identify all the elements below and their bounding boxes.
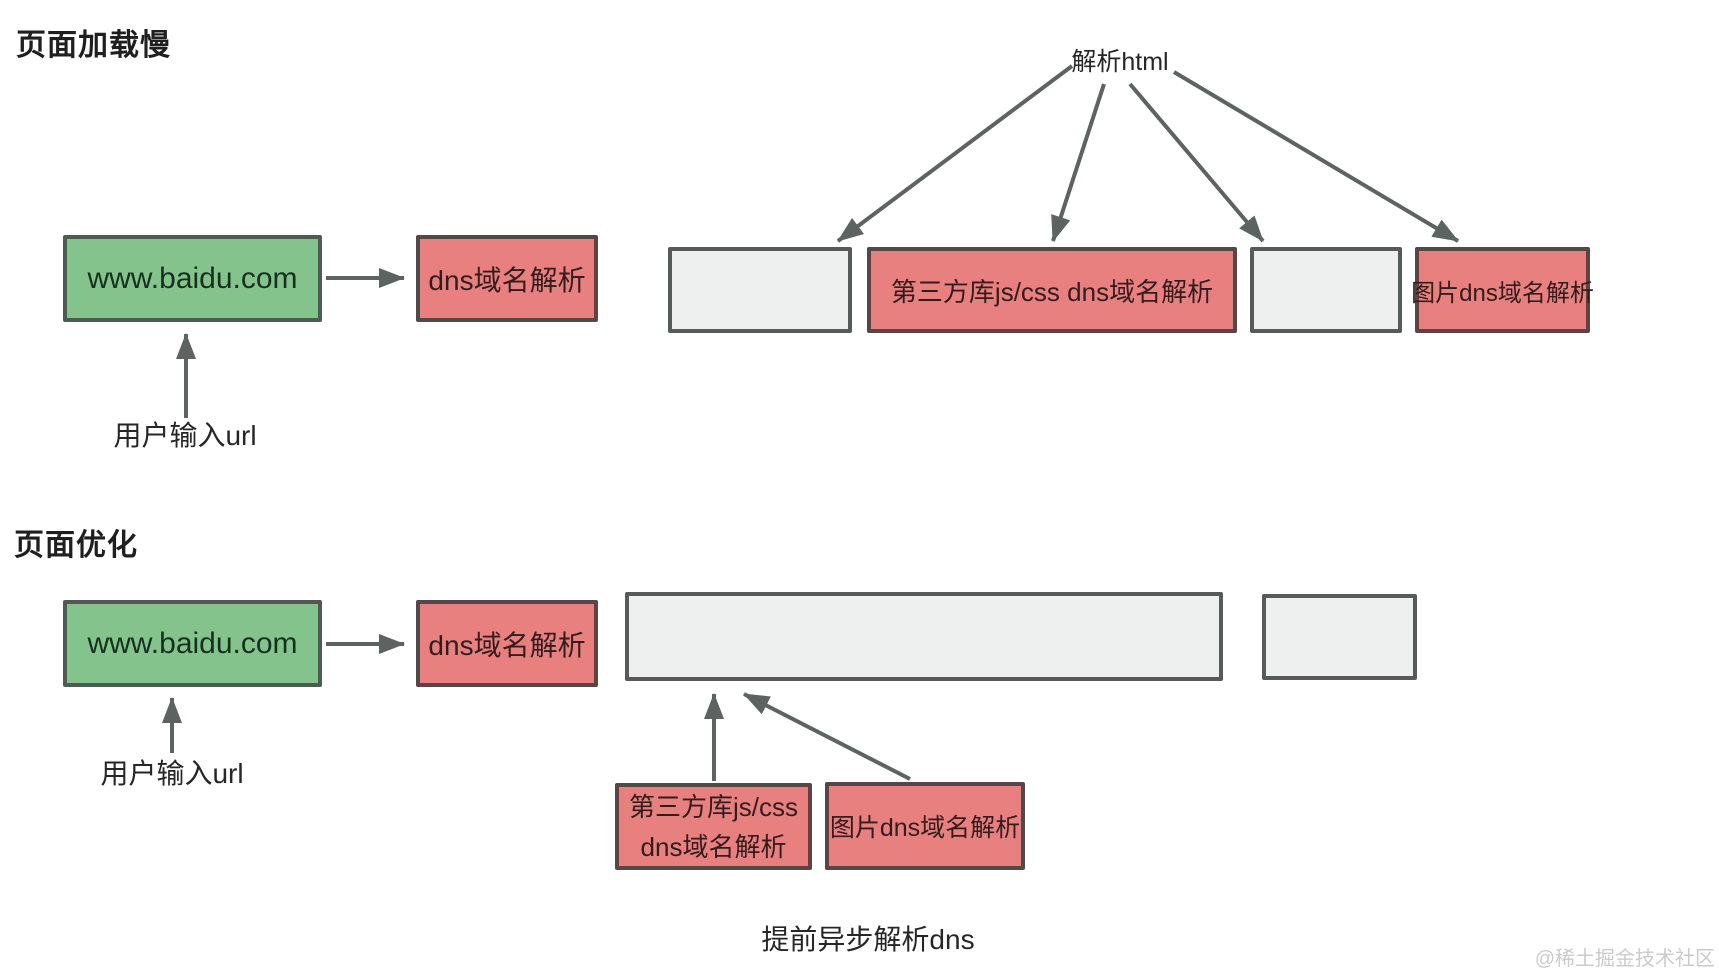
slow-third-party-dns-box: 第三方库js/css dns域名解析 [867,247,1237,333]
slow-image-dns-box: 图片dns域名解析 [1411,247,1594,333]
opt-url-box-label: www.baidu.com [87,626,298,660]
slow-section-heading: 页面加载慢 [16,29,171,62]
opt-timeline-right-segment [1262,594,1417,680]
opt-bottom-caption: 提前异步解析dns [761,924,975,955]
opt-url-box: www.baidu.com [63,600,322,687]
parse-html-label: 解析html [1071,48,1169,76]
parse-html-arrow-segment2 [1128,82,1265,243]
slow-url-box: www.baidu.com [63,235,322,322]
opt-image-dns-box: 图片dns域名解析 [825,782,1025,870]
opt-dns-box: dns域名解析 [416,600,598,687]
parse-html-arrow-segment1 [836,64,1074,243]
opt-timeline-long-segment [625,592,1223,681]
parse-html-arrow-imagedns [1172,70,1460,243]
slow-dns-box: dns域名解析 [416,235,598,322]
opt-third-party-dns-line1: 第三方库js/css [628,791,798,822]
parse-html-arrow-thirdparty [1051,83,1106,242]
slow-user-input-caption: 用户输入url [113,420,257,451]
slow-url-box-label: www.baidu.com [87,261,298,295]
opt-third-party-dns-box: 第三方库js/css dns域名解析 [615,783,812,870]
opt-third-party-dns-line2: dns域名解析 [640,831,787,862]
slow-image-dns-label: 图片dns域名解析 [1411,279,1594,307]
opt-image-dns-label: 图片dns域名解析 [829,814,1021,842]
opt-user-input-caption: 用户输入url [100,758,244,789]
slow-dns-box-label: dns域名解析 [428,264,586,296]
slow-timeline-segment-2 [1250,247,1402,333]
watermark: @稀土掘金技术社区 [1534,948,1715,970]
opt-dns-box-label: dns域名解析 [428,629,586,661]
slow-timeline-segment-1 [668,247,852,333]
slow-third-party-dns-label: 第三方库js/css dns域名解析 [890,276,1214,307]
optimized-section-heading: 页面优化 [14,529,138,562]
opt-image-dns-arrow [743,692,911,781]
